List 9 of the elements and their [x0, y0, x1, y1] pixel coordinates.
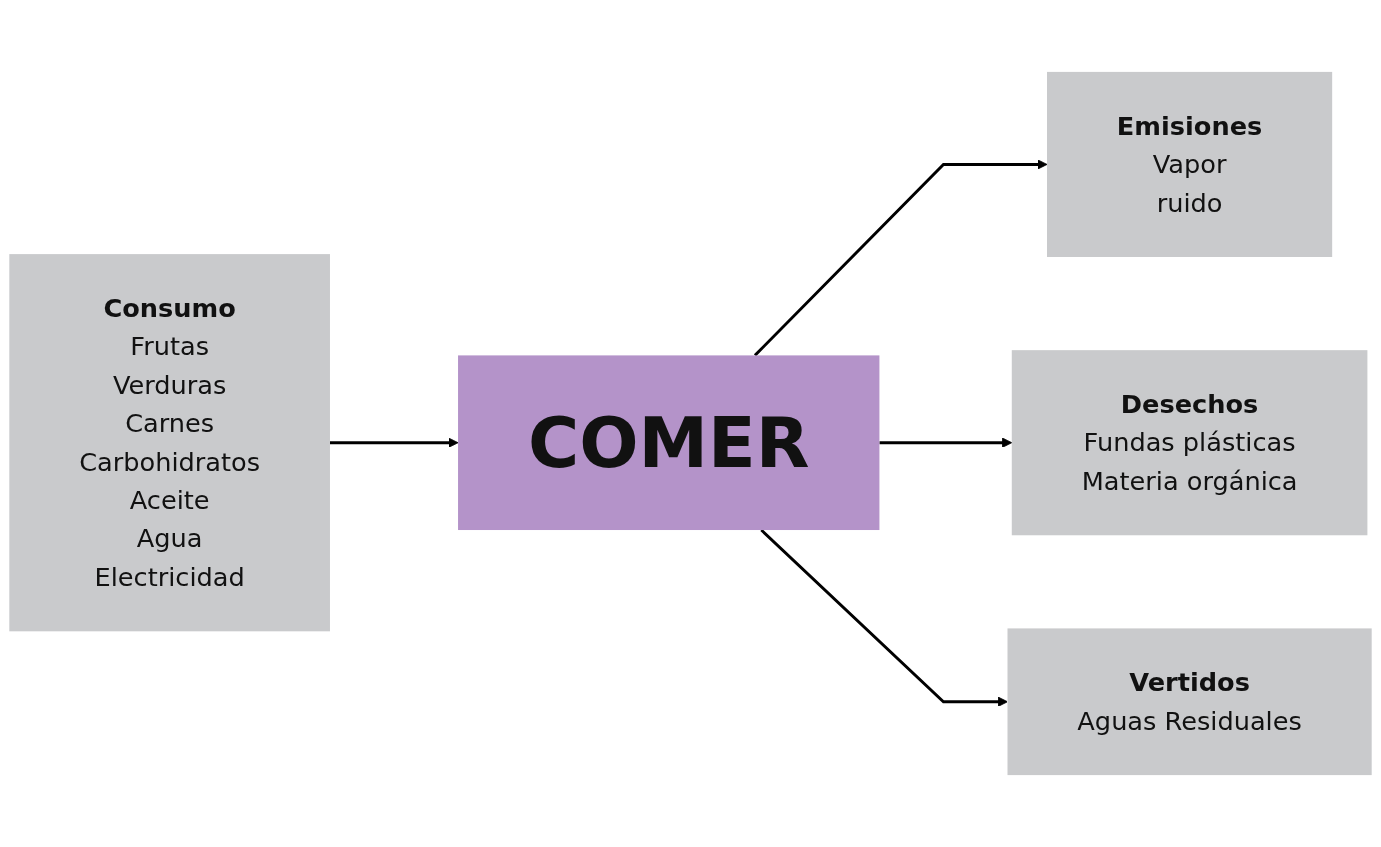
- arrow: [753, 159, 1048, 357]
- arrow: [329, 437, 459, 448]
- node-box: Vertidos Aguas Residuales: [1007, 628, 1372, 776]
- node-box: COMER: [458, 355, 880, 531]
- node-box: Emisiones Vapor ruido: [1047, 71, 1333, 257]
- arrow: [879, 437, 1013, 448]
- node-box: Desechos Fundas plásticas Materia orgánica: [1011, 350, 1368, 536]
- arrow: [760, 528, 1008, 707]
- node-box: Consumo Frutas Verduras Carnes Carbohidratos Aceite Agua Electricidad: [9, 254, 330, 632]
